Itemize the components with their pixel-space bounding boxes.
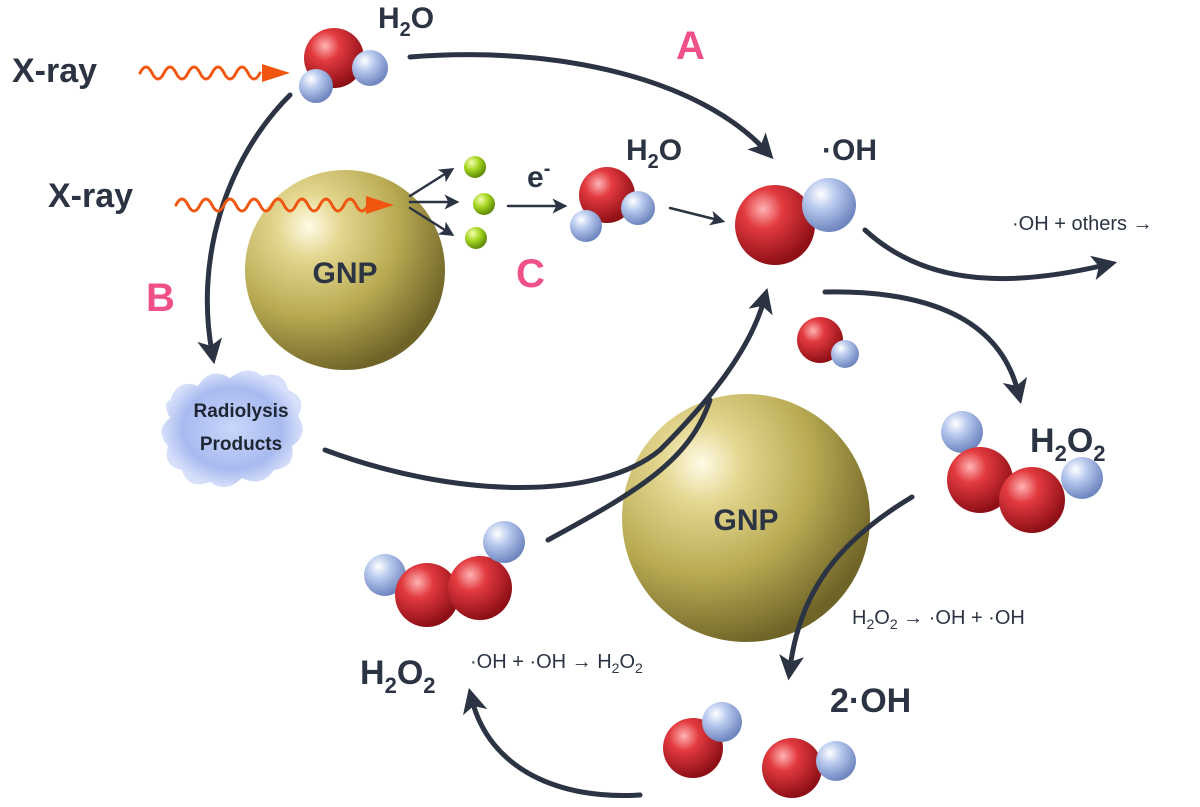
two-oh-label: 2·OH [830,682,911,720]
h2o2-label-right: H2O2 [1030,422,1106,466]
xray-wave-mid [174,197,370,213]
xray-label-mid: X-ray [48,177,133,215]
oh-others-label: ·OH + others → [1012,213,1153,235]
hydrogen-peroxide-icon [941,411,1103,533]
pathway-b-arrow [197,92,293,365]
h2o-label-top: H2O [378,2,434,41]
electron-label: e- [527,158,550,194]
combination-equation: ·OH + ·OH → H2O2 [470,651,643,676]
pathway-a-arrow [407,52,774,160]
water-molecule-icon [299,28,388,103]
pathway-letter-c: C [516,252,545,296]
pathway-letter-a: A [676,24,705,68]
h2o2-left-to-oh-arrow [545,397,713,543]
oh-radical-label: ·OH [822,134,877,167]
radiolysis-to-oh-arrow [322,287,773,490]
xray-label-top: X-ray [12,52,97,90]
hydroxyl-radical-icon [762,738,856,798]
hydrogen-peroxide-icon [364,521,525,627]
decomposition-equation: H2O2 → ·OH + ·OH [852,607,1025,632]
pathway-letter-b: B [146,276,175,320]
hydroxyl-radical-icon [735,178,856,265]
gnp-lower-label: GNP [713,504,778,537]
xray-wave-top [138,65,262,81]
emission-arrow-1 [408,167,455,198]
xray-arrowhead-mid [366,196,394,214]
gnp-lower-sphere: GNP [622,394,870,642]
hydroxyl-radical-icon [663,702,742,778]
h2o-label-mid: H2O [626,134,682,173]
h2o2-label-left: H2O2 [360,654,436,698]
xray-arrowhead-top [262,64,290,82]
water-to-oh-arrow [668,206,726,226]
radiolysis-products-cloud: Radiolysis Products [161,370,303,488]
h2o2-to-two-oh-arrow [779,494,915,681]
water-molecule-icon [570,167,655,242]
radiolysis-label-line2: Products [200,434,282,455]
electron-icon [464,156,495,249]
emission-arrow-3 [408,206,455,237]
oh-to-others-arrow [862,227,1118,282]
radiolysis-label-line1: Radiolysis [193,401,288,422]
gnp-upper-label: GNP [312,257,377,290]
gnp-upper-sphere: GNP [245,170,445,370]
hydroxyl-radical-icon [797,317,859,368]
two-oh-to-h2o2-arrow [463,687,643,799]
oh-to-h2o2-arrow [822,289,1028,405]
